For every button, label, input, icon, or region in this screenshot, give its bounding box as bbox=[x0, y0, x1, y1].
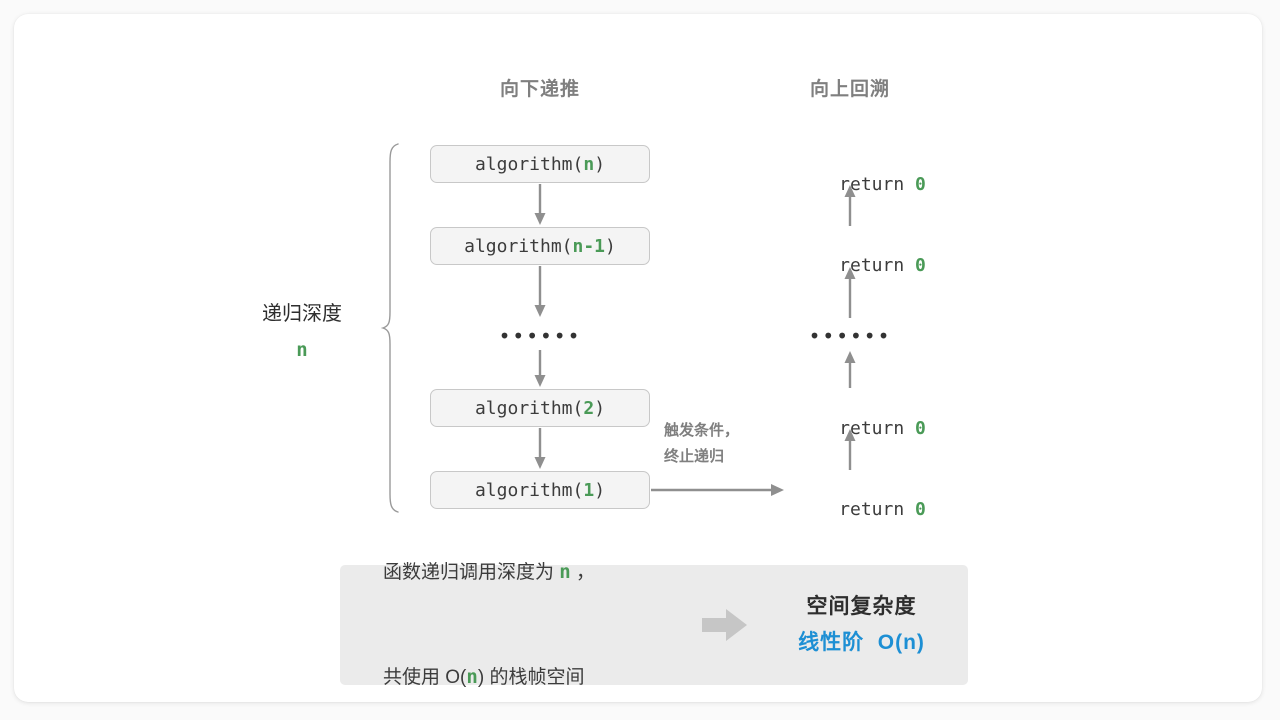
return-line-4-text: return bbox=[839, 499, 916, 520]
return-line-3: return 0 bbox=[750, 397, 950, 460]
call-box-4-close: ) bbox=[594, 479, 606, 501]
arrow-down-4-icon bbox=[534, 428, 546, 469]
call-stack-ellipsis: •••••• bbox=[498, 324, 582, 348]
arrow-down-3-icon bbox=[534, 350, 546, 387]
call-box-3-name: algorithm( bbox=[474, 397, 584, 419]
summary-result-value: 线性阶 O(n) bbox=[798, 631, 925, 654]
arrow-up-4-icon bbox=[844, 429, 856, 470]
recursion-depth-text: 递归深度 bbox=[262, 303, 342, 325]
return-line-3-value: 0 bbox=[915, 418, 926, 439]
arrow-down-1-icon bbox=[534, 184, 546, 225]
call-box-3[interactable]: algorithm(2) bbox=[430, 389, 650, 427]
header-ascend: 向上回溯 bbox=[809, 79, 890, 100]
diagram-card: 向下递推 向上回溯 递归深度 n algorithm(n) algorithm(… bbox=[14, 14, 1262, 702]
summary-result: 空间复杂度 线性阶 O(n) bbox=[775, 589, 968, 660]
arrow-up-1-icon bbox=[844, 185, 856, 226]
arrow-up-2-icon bbox=[844, 267, 856, 318]
trigger-note-line1: 触发条件， bbox=[664, 422, 740, 439]
call-box-1[interactable]: algorithm(n) bbox=[430, 145, 650, 183]
call-box-4-arg: 1 bbox=[583, 479, 595, 501]
recursion-depth-label: 递归深度 n bbox=[217, 296, 387, 368]
curly-brace-icon bbox=[380, 143, 399, 513]
right-arrow-icon bbox=[702, 609, 747, 641]
summary-line-1-n: n bbox=[559, 560, 571, 583]
call-box-1-arg: n bbox=[583, 153, 595, 175]
return-line-4-value: 0 bbox=[915, 499, 926, 520]
summary-line-2-b: ) 的栈帧空间 bbox=[477, 667, 585, 689]
call-box-1-name: algorithm( bbox=[474, 153, 584, 175]
return-line-1: return 0 bbox=[750, 153, 950, 216]
summary-line-2-a: 共使用 O( bbox=[383, 667, 467, 689]
summary-arrow-wrap bbox=[697, 608, 753, 642]
return-line-3-text: return bbox=[839, 418, 916, 439]
return-line-2-value: 0 bbox=[915, 255, 926, 276]
arrow-up-3-icon bbox=[844, 351, 856, 388]
return-line-1-value: 0 bbox=[915, 174, 926, 195]
return-line-4: return 0 bbox=[750, 478, 950, 541]
call-box-2[interactable]: algorithm(n-1) bbox=[430, 227, 650, 265]
summary-description: 函数递归调用深度为 n ， 共使用 O(n) 的栈帧空间 bbox=[383, 484, 683, 702]
return-line-1-text: return bbox=[839, 174, 916, 195]
call-box-1-close: ) bbox=[594, 153, 606, 175]
summary-panel: 函数递归调用深度为 n ， 共使用 O(n) 的栈帧空间 空间复杂度 线性阶 O… bbox=[340, 561, 968, 688]
summary-line-1: 函数递归调用深度为 n ， bbox=[383, 555, 683, 590]
summary-line-1-b: ， bbox=[570, 561, 596, 583]
return-line-2: return 0 bbox=[750, 234, 950, 297]
trigger-condition-note: 触发条件， 终止递归 bbox=[664, 418, 739, 471]
call-box-4-name: algorithm( bbox=[474, 479, 584, 501]
arrow-right-base-case-icon bbox=[651, 484, 784, 496]
summary-result-title: 空间复杂度 bbox=[806, 595, 917, 619]
call-box-2-close: ) bbox=[605, 235, 616, 257]
summary-line-2: 共使用 O(n) 的栈帧空间 bbox=[383, 660, 683, 695]
return-ellipsis: •••••• bbox=[808, 324, 892, 348]
header-descend: 向下递推 bbox=[499, 79, 580, 100]
arrow-down-2-icon bbox=[534, 266, 546, 317]
diagram-stage: 向下递推 向上回溯 递归深度 n algorithm(n) algorithm(… bbox=[14, 14, 1262, 702]
return-line-2-text: return bbox=[839, 255, 916, 276]
call-box-2-arg: n-1 bbox=[572, 235, 606, 257]
summary-line-2-n: n bbox=[466, 666, 478, 689]
trigger-note-line2: 终止递归 bbox=[664, 448, 725, 466]
summary-line-1-a: 函数递归调用深度为 bbox=[383, 561, 560, 583]
recursion-depth-value: n bbox=[296, 339, 308, 361]
call-box-4[interactable]: algorithm(1) bbox=[430, 471, 650, 509]
call-box-3-arg: 2 bbox=[583, 397, 595, 419]
call-box-3-close: ) bbox=[594, 397, 606, 419]
call-box-2-name: algorithm( bbox=[464, 235, 573, 257]
